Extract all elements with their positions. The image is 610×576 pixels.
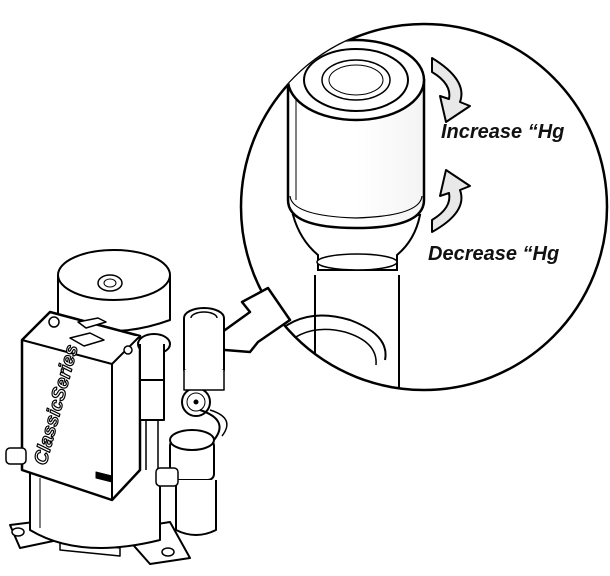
- decrease-hg-label: Decrease “Hg: [428, 243, 560, 265]
- counterclockwise-rotate-arrow-icon: [431, 169, 471, 233]
- adjustment-knob-closeup: [269, 38, 426, 390]
- clockwise-rotate-arrow-icon: [431, 57, 471, 123]
- increase-hg-label: Increase “Hg: [441, 121, 565, 143]
- vacuum-pump-unit: ClassicSeries: [5, 249, 228, 565]
- zoom-callout: [239, 22, 609, 392]
